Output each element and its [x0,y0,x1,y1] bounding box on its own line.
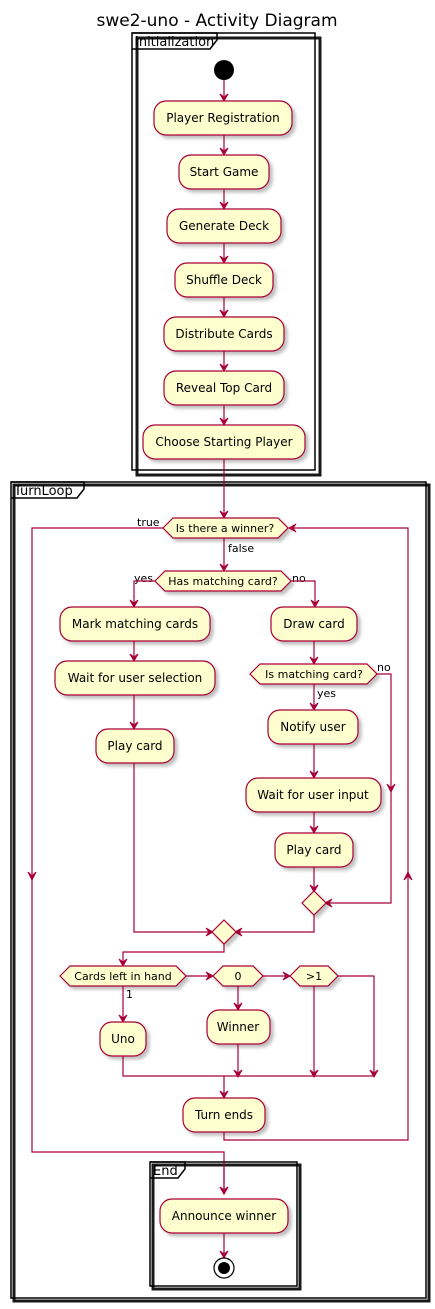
branch-label-no: no [377,661,391,674]
activity-label: Play card [286,843,341,857]
branch-label-yes: yes [134,572,153,585]
activity-label: Wait for user input [257,788,369,802]
merge-diamond-outer [211,919,237,945]
activity-label: Uno [111,1032,135,1046]
activity-label: Choose Starting Player [155,435,292,449]
decision-label: Is there a winner? [176,522,275,535]
activity-wait-for-user-selection [54,660,216,696]
package-initialization: Initialization [131,32,322,477]
activity-label: Generate Deck [179,219,269,233]
decision-label: Has matching card? [168,575,278,588]
decision-label: Cards left in hand [74,970,171,983]
activity-label: Play card [107,739,162,753]
decision-label: Is matching card? [265,668,363,681]
activity-label: Announce winner [172,1209,277,1223]
activity-play-card-left [95,728,175,764]
activity-mark-matching-cards [59,606,211,642]
package-label-initialization: Initialization [135,35,214,50]
activity-label: Start Game [190,165,259,179]
activity-label: Winner [217,1020,260,1034]
package-label-end: End [153,1164,178,1179]
branch-label-yes: yes [317,687,336,700]
diagram-title: swe2-uno - Activity Diagram [96,11,337,31]
end-node [213,1257,235,1279]
activity-notify-user [267,709,359,745]
branch-label-one: 1 [126,988,133,1001]
decision-label: >1 [306,970,322,983]
decision-label: 0 [235,970,242,983]
package-turnloop: TurnLoop [10,481,431,1303]
activity-label: Turn ends [194,1108,253,1122]
branch-label-no: no [292,572,306,585]
activity-label: Draw card [283,617,344,631]
package-label-turnloop: TurnLoop [13,484,73,499]
activity-label: Shuffle Deck [186,273,262,287]
branch-label-true: true [137,516,160,529]
activity-label: Mark matching cards [72,617,198,631]
activity-player-registration [153,100,293,136]
activity-label: Wait for user selection [68,671,203,685]
activity-label: Distribute Cards [175,327,272,341]
activity-label: Notify user [280,720,346,734]
activity-label: Reveal Top Card [176,381,272,395]
branch-label-false: false [228,542,254,555]
merge-diamond-inner [301,890,327,916]
activity-label: Player Registration [166,111,280,125]
start-node [214,60,234,80]
